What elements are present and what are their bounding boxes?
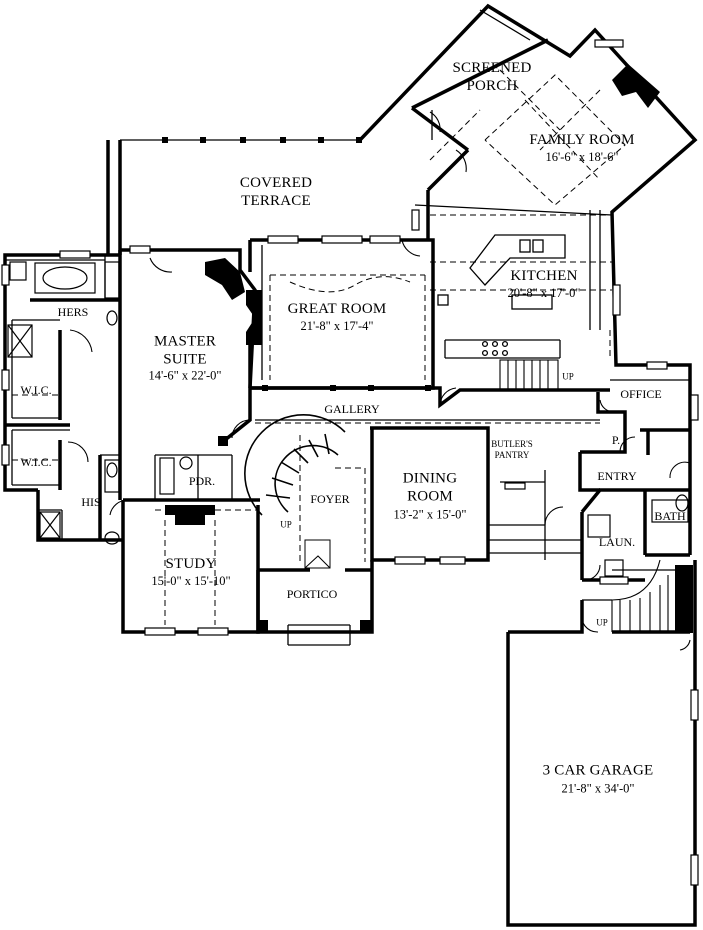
great-room-dims: 21'-8" x 17'-4" — [300, 318, 374, 333]
study-label: STUDY 15'-0" x 15'-10" — [151, 555, 231, 588]
laundry-label: LAUN. — [598, 535, 636, 549]
garage-name: 3 CAR GARAGE — [542, 762, 654, 779]
great-room-label: GREAT ROOM 21'-8" x 17'-4" — [287, 300, 387, 333]
gallery-label: GALLERY — [324, 402, 380, 416]
dining-room-dims: 13'-2" x 15'-0" — [393, 507, 467, 522]
study-dims: 15'-0" x 15'-10" — [151, 573, 231, 588]
garage-label: 3 CAR GARAGE 21'-8" x 34'-0" — [543, 763, 654, 795]
kitchen-dims: 20'-8" x 17'-0" — [507, 285, 581, 300]
screened-porch-label: SCREENED PORCH — [452, 60, 532, 94]
wic-upper-label: W.I.C. — [20, 383, 52, 397]
dashed-lines — [12, 69, 626, 625]
kitchen-stair — [499, 359, 559, 391]
office-label: OFFICE — [620, 387, 662, 401]
pdr-label: PDR. — [188, 474, 216, 488]
dining-room-name: DINING ROOM — [402, 470, 458, 505]
windows — [1, 39, 699, 886]
master-suite-label: MASTER SUITE 14'-6" x 22'-0" — [148, 332, 221, 382]
doors — [67, 111, 691, 651]
terrace-posts — [162, 137, 431, 391]
foyer-stair — [244, 414, 346, 569]
great-room-name: GREAT ROOM — [287, 300, 387, 317]
study-name: STUDY — [165, 555, 217, 572]
bath-label: BATH — [654, 509, 686, 523]
family-room-label: FAMILY ROOM 16'-6" x 18'-6" — [529, 131, 635, 164]
master-suite-name: MASTER SUITE — [153, 333, 217, 368]
entry-label: ENTRY — [597, 469, 637, 483]
fireplaces — [165, 64, 693, 633]
master-suite-dims: 14'-6" x 22'-0" — [148, 368, 222, 383]
his-label: HIS — [81, 495, 101, 509]
dining-room-label: DINING ROOM 13'-2" x 15'-0" — [393, 469, 466, 521]
portico-label: PORTICO — [286, 587, 338, 601]
foyer-stair-up-label: UP — [280, 519, 292, 530]
family-room-dims: 16'-6" x 18'-6" — [545, 149, 619, 164]
covered-terrace-label: COVERED TERRACE — [239, 175, 313, 209]
garage-stair-up-label: UP — [596, 617, 608, 628]
garage-dims: 21'-8" x 34'-0" — [561, 781, 635, 796]
hers-label: HERS — [57, 305, 89, 319]
wic-lower-label: W.I.C. — [20, 455, 52, 469]
foyer-label: FOYER — [310, 492, 350, 506]
garage-stair — [611, 559, 669, 632]
kitchen-name: KITCHEN — [510, 267, 578, 284]
bath-fixtures — [7, 261, 689, 577]
powder-p-label: P. — [611, 433, 621, 447]
kitchen-stair-up-label: UP — [562, 371, 574, 382]
kitchen-label: KITCHEN 20'-8" x 17'-0" — [507, 267, 581, 300]
butlers-pantry-label: BUTLER'S PANTRY — [491, 439, 533, 460]
kitchen-island — [437, 234, 566, 357]
family-room-name: FAMILY ROOM — [529, 131, 635, 148]
